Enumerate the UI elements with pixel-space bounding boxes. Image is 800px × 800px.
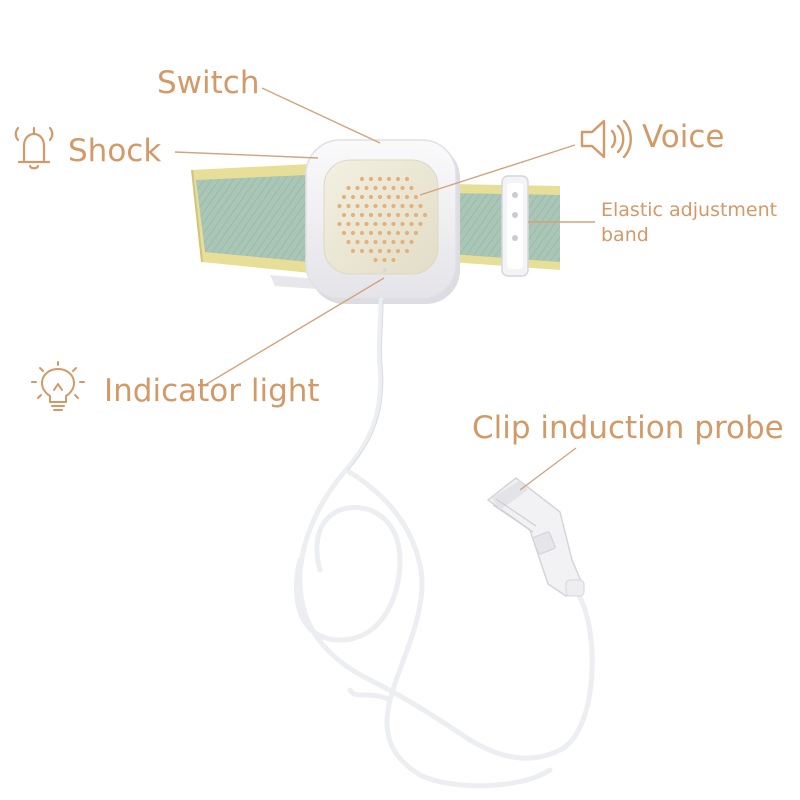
speaker-hole bbox=[391, 257, 396, 263]
leader-lines bbox=[174, 87, 595, 491]
shock-label: Shock bbox=[68, 133, 162, 169]
speaker-hole bbox=[413, 230, 419, 236]
speaker-hole bbox=[404, 212, 410, 218]
light-bulb-icon bbox=[31, 361, 85, 411]
speaker-hole bbox=[341, 230, 347, 236]
speaker-hole bbox=[364, 239, 369, 245]
alarm-unit bbox=[305, 139, 460, 304]
switch-label: Switch bbox=[157, 65, 260, 101]
speaker-hole bbox=[418, 203, 423, 209]
speaker-hole bbox=[409, 185, 414, 191]
speaker-hole bbox=[386, 248, 392, 254]
speaker-hole bbox=[355, 203, 360, 209]
speaker-hole bbox=[373, 185, 378, 191]
speaker-hole bbox=[355, 185, 360, 191]
speaker-hole bbox=[359, 176, 365, 182]
clip-induction-probe bbox=[486, 477, 585, 597]
speaker-hole bbox=[382, 203, 387, 209]
speaker-hole bbox=[418, 221, 423, 227]
speaker-hole bbox=[350, 212, 356, 218]
speaker-hole bbox=[350, 230, 356, 236]
speaker-hole bbox=[422, 212, 428, 218]
speaker-hole bbox=[359, 230, 365, 236]
speaker-hole bbox=[395, 230, 401, 236]
speaker-hole bbox=[350, 194, 356, 200]
speaker-hole bbox=[373, 221, 378, 227]
speaker-hole bbox=[359, 212, 365, 218]
speaker-hole bbox=[373, 257, 378, 263]
speaker-hole bbox=[341, 212, 347, 218]
speaker-hole bbox=[386, 176, 392, 182]
speaker-hole bbox=[382, 185, 387, 191]
speaker-hole bbox=[377, 230, 383, 236]
adjustment-buckle bbox=[501, 175, 529, 277]
bell-vibrate-icon bbox=[14, 126, 54, 170]
speaker-hole bbox=[359, 194, 365, 200]
voice-label: Voice bbox=[642, 119, 725, 155]
elastic-band-label-line2: band bbox=[601, 224, 649, 246]
speaker-hole bbox=[409, 221, 414, 227]
indicator-light bbox=[382, 267, 388, 273]
speaker-grille bbox=[337, 176, 428, 263]
speaker-hole bbox=[368, 248, 374, 254]
speaker-hole bbox=[377, 176, 383, 182]
speaker-hole bbox=[400, 203, 405, 209]
speaker-hole bbox=[404, 230, 410, 236]
speaker-hole bbox=[373, 239, 378, 245]
speaker-hole bbox=[395, 212, 401, 218]
indicator-light-label: Indicator light bbox=[104, 373, 320, 409]
speaker-hole bbox=[413, 194, 419, 200]
speaker-hole bbox=[355, 239, 360, 245]
speaker-hole bbox=[391, 239, 396, 245]
speaker-sound-icon bbox=[580, 119, 632, 159]
speaker-hole bbox=[391, 185, 396, 191]
speaker-hole bbox=[386, 230, 392, 236]
speaker-hole bbox=[395, 176, 401, 182]
speaker-hole bbox=[382, 257, 387, 263]
speaker-hole bbox=[346, 239, 351, 245]
elastic-band-label-line1: Elastic adjustment bbox=[601, 199, 778, 221]
clip-probe-label: Clip induction probe bbox=[472, 410, 784, 446]
speaker-hole bbox=[346, 203, 351, 209]
speaker-hole bbox=[368, 194, 374, 200]
speaker-hole bbox=[395, 248, 401, 254]
speaker-hole bbox=[350, 248, 356, 254]
probe-cable bbox=[293, 297, 595, 789]
speaker-hole bbox=[404, 176, 410, 182]
speaker-hole bbox=[337, 221, 342, 227]
speaker-hole bbox=[409, 239, 414, 245]
speaker-hole bbox=[395, 194, 401, 200]
speaker-hole bbox=[368, 176, 374, 182]
speaker-hole bbox=[373, 203, 378, 209]
speaker-hole bbox=[346, 221, 351, 227]
speaker-hole bbox=[400, 221, 405, 227]
speaker-hole bbox=[391, 221, 396, 227]
speaker-hole bbox=[404, 194, 410, 200]
speaker-hole bbox=[409, 203, 414, 209]
speaker-hole bbox=[377, 194, 383, 200]
speaker-hole bbox=[341, 194, 347, 200]
speaker-hole bbox=[382, 221, 387, 227]
speaker-hole bbox=[355, 221, 360, 227]
speaker-hole bbox=[346, 185, 351, 191]
speaker-hole bbox=[364, 185, 369, 191]
speaker-hole bbox=[404, 248, 410, 254]
speaker-hole bbox=[413, 212, 419, 218]
speaker-hole bbox=[400, 239, 405, 245]
speaker-hole bbox=[337, 203, 342, 209]
speaker-hole bbox=[400, 185, 405, 191]
speaker-hole bbox=[364, 221, 369, 227]
speaker-hole bbox=[364, 203, 369, 209]
speaker-hole bbox=[391, 203, 396, 209]
speaker-hole bbox=[368, 230, 374, 236]
speaker-hole bbox=[359, 248, 365, 254]
speaker-hole bbox=[368, 212, 374, 218]
speaker-hole bbox=[386, 212, 392, 218]
speaker-hole bbox=[382, 239, 387, 245]
speaker-hole bbox=[386, 194, 392, 200]
speaker-hole bbox=[377, 212, 383, 218]
speaker-hole bbox=[377, 248, 383, 254]
